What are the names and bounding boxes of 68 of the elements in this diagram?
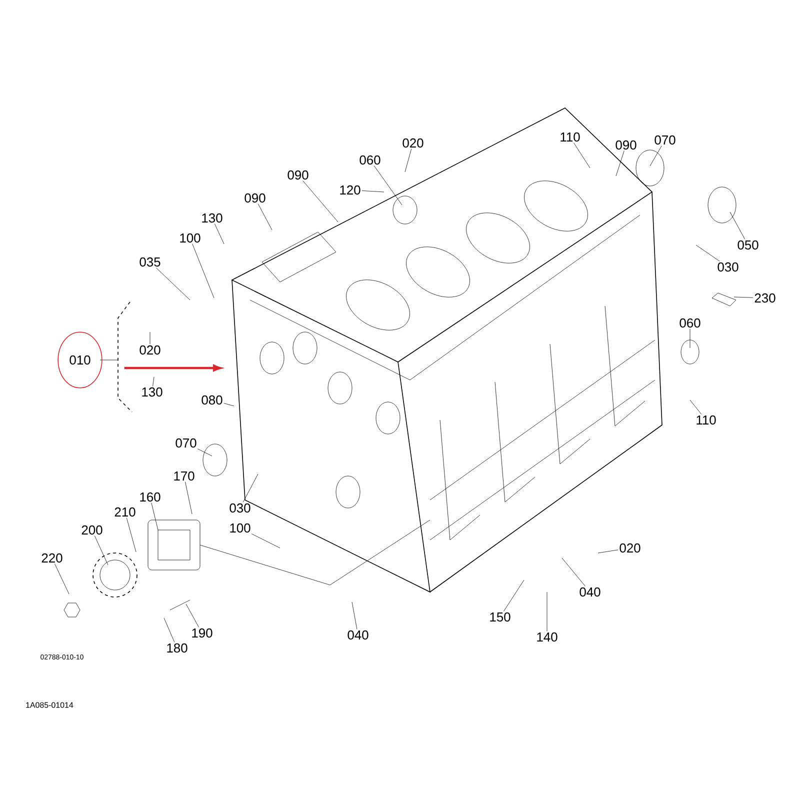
leader-line bbox=[186, 604, 200, 628]
leader-line bbox=[251, 534, 280, 548]
leader-line bbox=[185, 482, 192, 514]
leader-line bbox=[734, 296, 754, 298]
callout-number: 090 bbox=[244, 193, 266, 203]
leader-line bbox=[192, 244, 214, 298]
callout-number: 190 bbox=[192, 628, 212, 638]
callout-number: 020 bbox=[402, 138, 424, 148]
callout-number: 060 bbox=[360, 155, 380, 165]
callout-number: 100 bbox=[230, 523, 250, 533]
leader-line bbox=[730, 212, 746, 240]
leader-line bbox=[258, 204, 272, 230]
callout-number: 070 bbox=[654, 135, 676, 145]
callout-number: 130 bbox=[202, 213, 222, 223]
leader-line bbox=[352, 602, 358, 630]
leader-line bbox=[302, 180, 338, 222]
callout-number: 090 bbox=[288, 170, 308, 180]
leader-line bbox=[504, 580, 524, 612]
callout-number: 170 bbox=[174, 471, 194, 481]
callout-number: 020 bbox=[140, 345, 160, 355]
leader-line bbox=[156, 268, 190, 300]
callout-number: 230 bbox=[754, 293, 776, 303]
callout-number: 150 bbox=[490, 612, 510, 622]
leader-line bbox=[126, 518, 136, 552]
leader-line bbox=[151, 502, 158, 530]
callout-number: 030 bbox=[230, 503, 250, 513]
callout-number: 090 bbox=[616, 140, 636, 150]
leader-line bbox=[546, 592, 548, 632]
arrow bbox=[124, 364, 222, 372]
callout-number: 035 bbox=[140, 257, 160, 267]
leader-line bbox=[690, 400, 702, 414]
leader-line bbox=[696, 244, 720, 262]
callout-number: 160 bbox=[140, 492, 160, 502]
callout-number: 130 bbox=[142, 387, 162, 397]
leader-line bbox=[404, 148, 412, 172]
leader-line bbox=[197, 448, 212, 456]
leader-line bbox=[224, 403, 234, 406]
leader-line bbox=[616, 150, 624, 176]
leader-line bbox=[362, 190, 384, 192]
leader-line bbox=[242, 474, 258, 502]
leader-line bbox=[598, 550, 618, 554]
callout-number: 030 bbox=[718, 262, 738, 272]
leader-line bbox=[94, 536, 108, 566]
callout-number: 180 bbox=[167, 643, 188, 653]
callout-number: 060 bbox=[680, 318, 700, 328]
callout-number: 100 bbox=[180, 233, 200, 243]
leader-line bbox=[574, 142, 590, 168]
leader-line bbox=[374, 166, 402, 206]
callout-number: 020 bbox=[620, 543, 640, 553]
leader-line bbox=[562, 558, 586, 586]
callout-number: 040 bbox=[348, 630, 368, 640]
callout-number: 070 bbox=[176, 438, 196, 448]
leader-line bbox=[54, 564, 70, 594]
leader-line bbox=[164, 618, 175, 642]
callout-number: 050 bbox=[738, 240, 758, 250]
callout-number: 110 bbox=[560, 132, 580, 142]
callout-number: 210 bbox=[114, 507, 136, 517]
leader-line bbox=[650, 146, 662, 166]
callout-number: 200 bbox=[82, 525, 102, 535]
callout-number: 040 bbox=[580, 587, 600, 597]
callout-number: 080 bbox=[202, 395, 222, 405]
leader-line bbox=[152, 376, 154, 386]
callout-number: 140 bbox=[537, 632, 558, 642]
leader-line bbox=[214, 224, 224, 244]
callout-number: 110 bbox=[696, 415, 716, 425]
callout-number: 120 bbox=[340, 185, 360, 195]
circled-callout-number: 010 bbox=[58, 332, 102, 388]
callout-number: 220 bbox=[42, 553, 62, 563]
